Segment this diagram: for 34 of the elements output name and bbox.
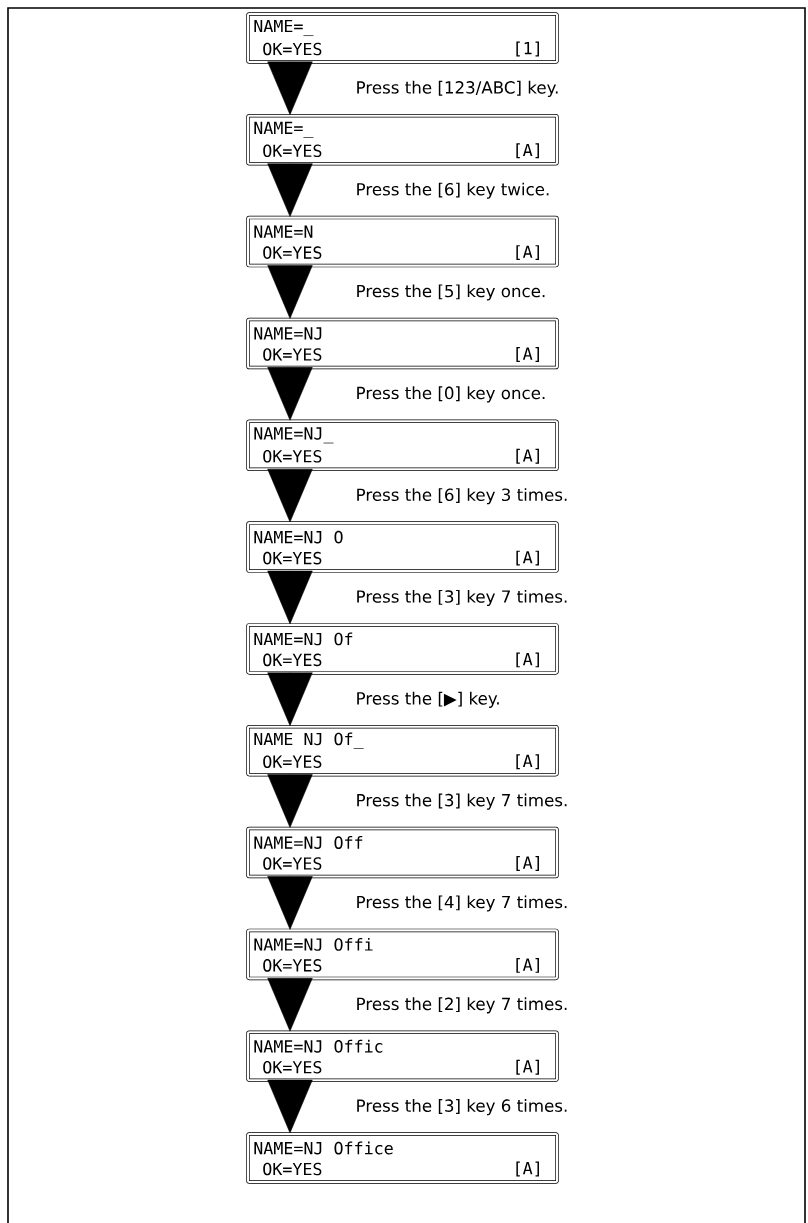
- edge-label: Press the [123/ABC] key.: [354, 79, 561, 99]
- lcd-display: NAME=NJ Of OK=YES [A]: [246, 623, 559, 675]
- edge-label: Press the [6] key twice.: [354, 181, 552, 201]
- arrow: [267, 672, 313, 726]
- arrow: [267, 366, 313, 421]
- edge-label: Press the [▶] key.: [354, 690, 502, 710]
- arrow: [267, 570, 313, 625]
- lcd-display: NAME=NJ Offic OK=YES [A]: [246, 1030, 559, 1082]
- lcd-display: NAME=NJ O OK=YES [A]: [246, 521, 559, 573]
- edge-label: Press the [0] key once.: [354, 385, 548, 404]
- edge-label: Press the [5] key once.: [354, 283, 548, 302]
- lcd-display: NAME=NJ OK=YES [A]: [246, 317, 559, 370]
- lcd-display: NAME=NJ Offi OK=YES [A]: [246, 928, 559, 981]
- arrow: [267, 774, 313, 828]
- lcd-display: NAME=_ OK=YES [A]: [246, 114, 559, 166]
- lcd-display: NAME=NJ Office OK=YES [A]: [246, 1132, 559, 1184]
- arrow: [267, 876, 313, 930]
- arrow: [267, 61, 313, 116]
- lcd-display: NAME=N OK=YES [A]: [246, 215, 559, 268]
- edge-label: Press the [6] key 3 times.: [354, 486, 570, 506]
- arrow: [267, 163, 313, 217]
- edge-label: Press the [3] key 6 times.: [354, 1097, 570, 1117]
- edge-label: Press the [3] key 7 times.: [354, 792, 570, 811]
- lcd-display: NAME NJ Of_ OK=YES [A]: [246, 724, 559, 777]
- edge-label: Press the [4] key 7 times.: [354, 894, 570, 913]
- arrow: [267, 468, 313, 523]
- lcd-display: NAME=NJ_ OK=YES [A]: [246, 419, 559, 472]
- lcd-display: NAME=NJ Off OK=YES [A]: [246, 826, 559, 879]
- arrow: [267, 977, 313, 1032]
- arrow: [267, 1079, 313, 1134]
- edge-label: Press the [3] key 7 times.: [354, 588, 570, 608]
- lcd-display: NAME=_ OK=YES [1]: [246, 12, 559, 64]
- edge-label: Press the [2] key 7 times.: [354, 995, 570, 1015]
- arrow: [267, 265, 313, 319]
